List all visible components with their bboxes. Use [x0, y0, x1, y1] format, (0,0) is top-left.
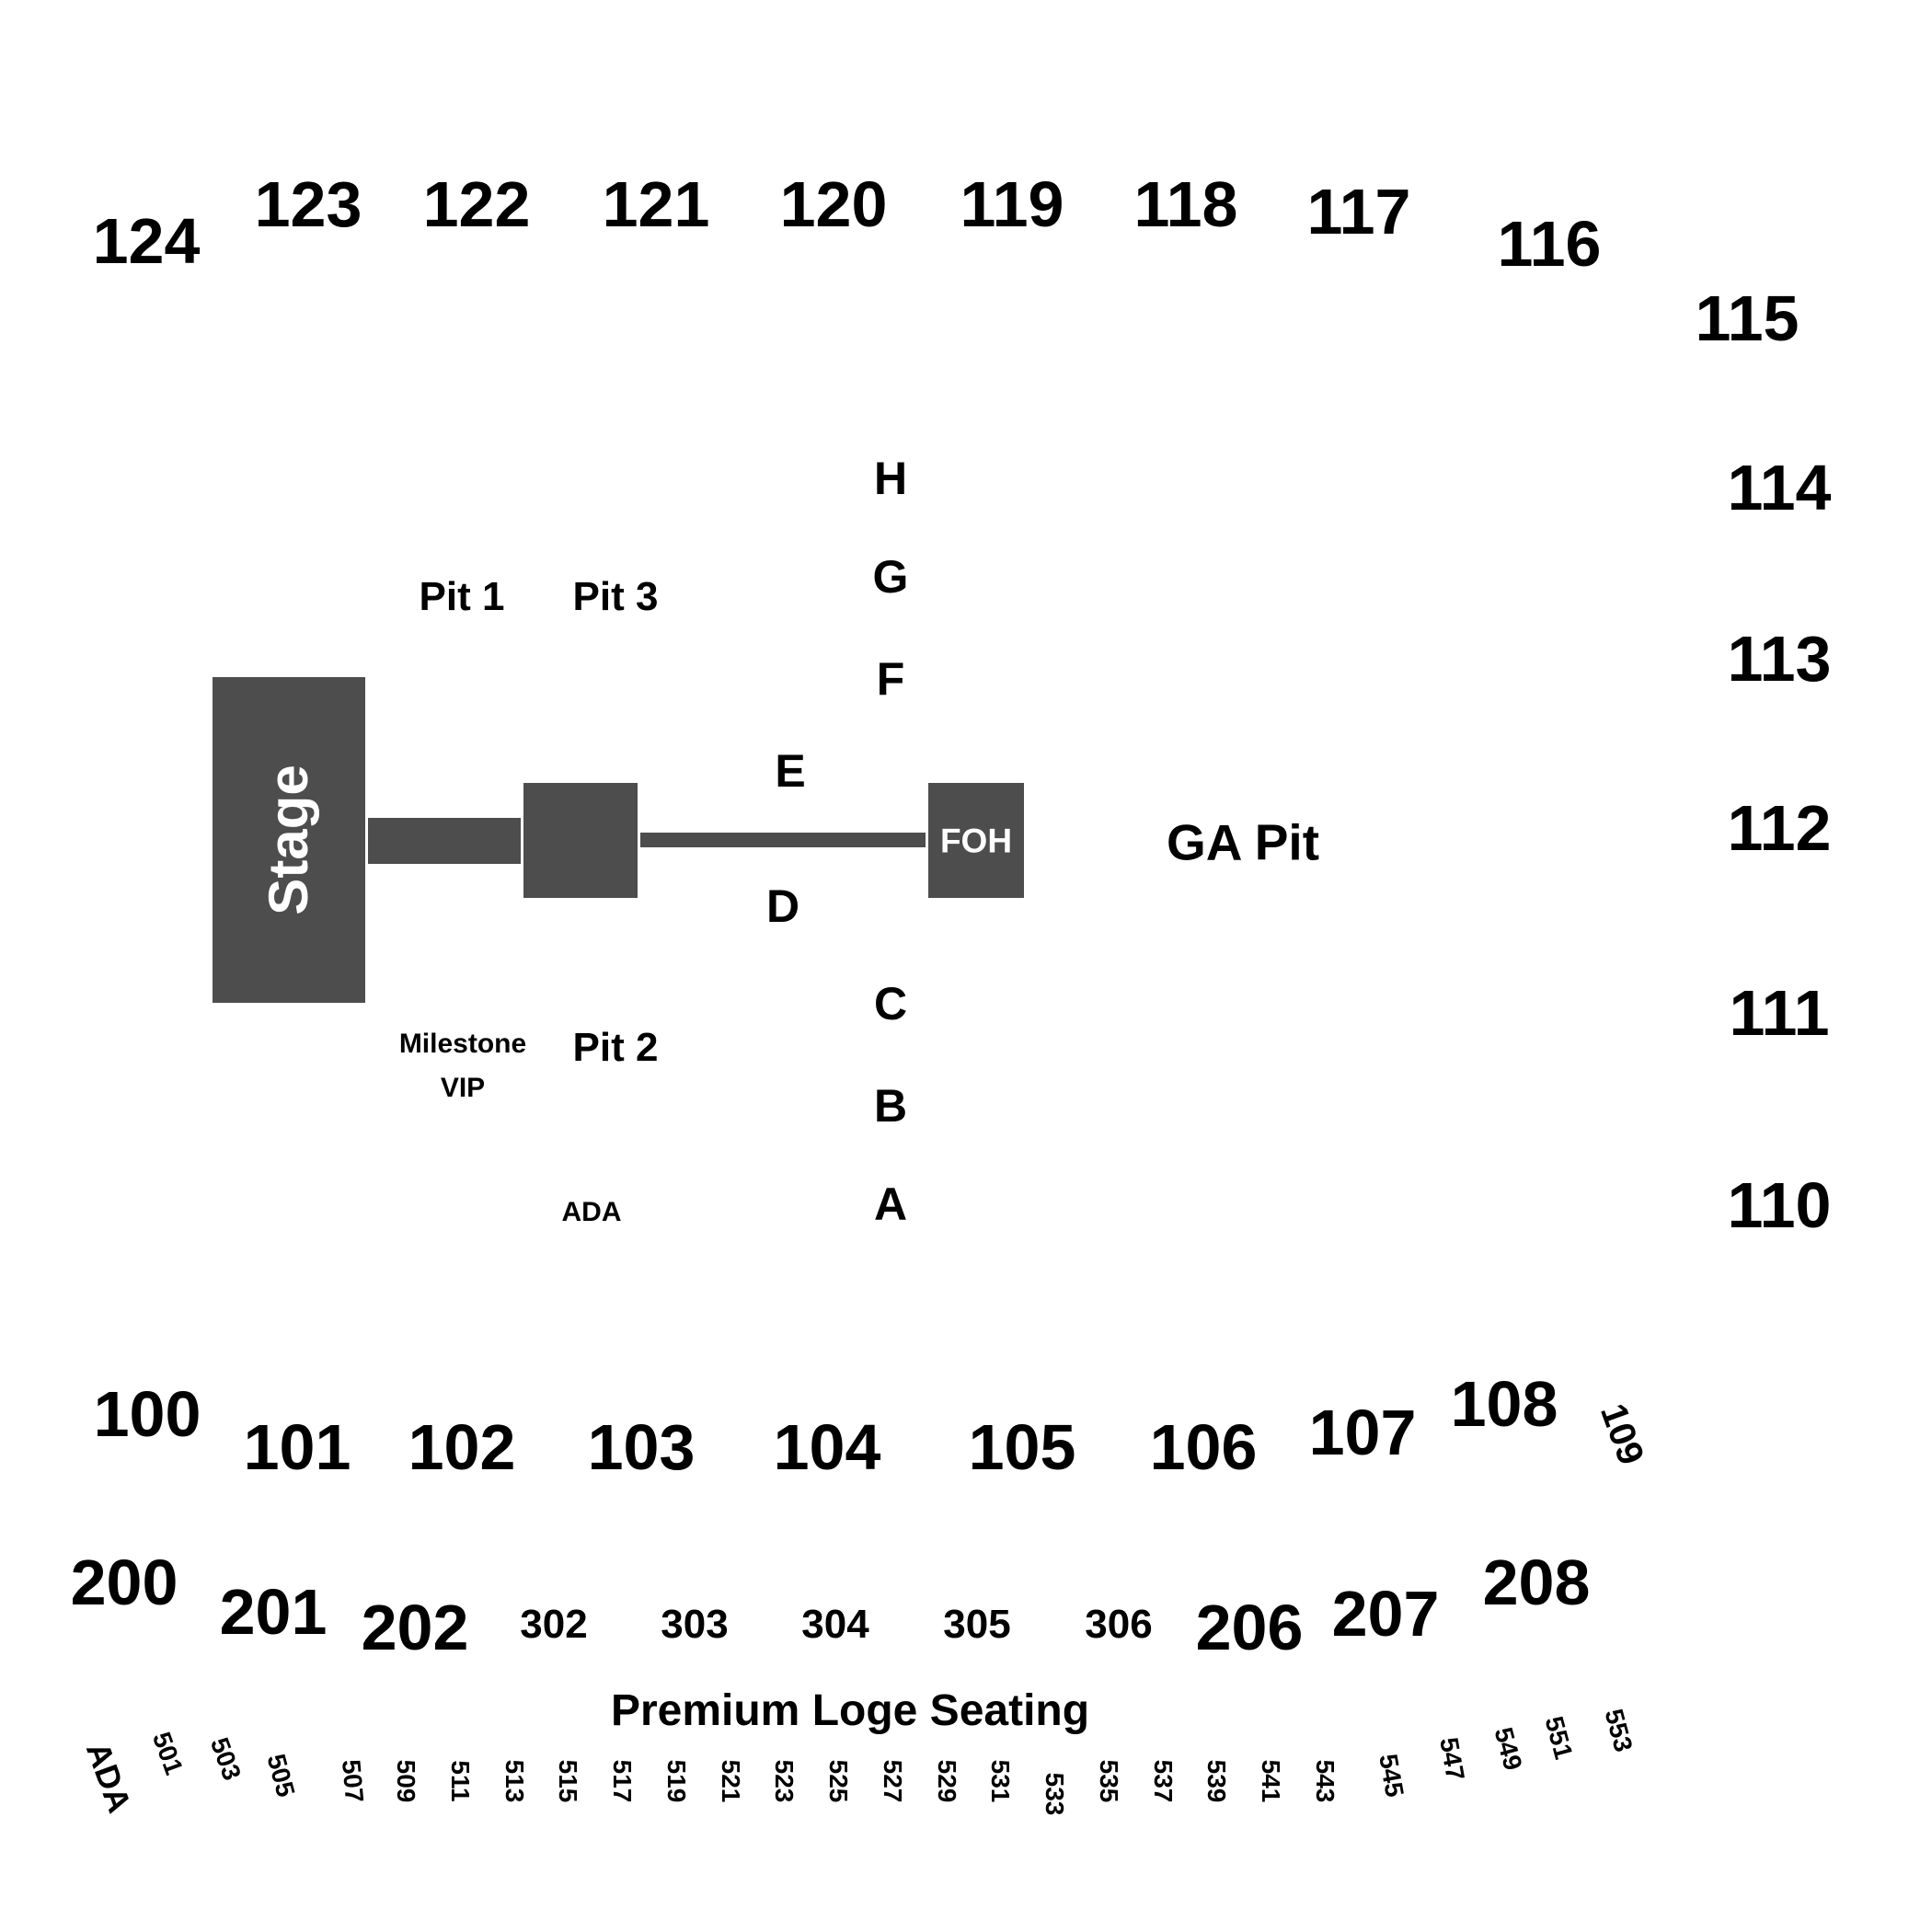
- section-118[interactable]: 118: [1133, 168, 1238, 240]
- loge-537[interactable]: 537: [1149, 1759, 1178, 1803]
- section-306[interactable]: 306: [1085, 1602, 1153, 1647]
- loge-523[interactable]: 523: [770, 1759, 799, 1803]
- section-107[interactable]: 107: [1308, 1397, 1417, 1468]
- section-303[interactable]: 303: [661, 1602, 729, 1647]
- section-115[interactable]: 115: [1695, 282, 1800, 354]
- section-119[interactable]: 119: [960, 168, 1064, 240]
- section-122[interactable]: 122: [422, 168, 531, 240]
- section-113[interactable]: 113: [1727, 623, 1832, 695]
- loge-519[interactable]: 519: [662, 1759, 691, 1803]
- premium-loge-label: Premium Loge Seating: [610, 1686, 1090, 1735]
- ga-pit-label[interactable]: GA Pit: [1166, 813, 1320, 871]
- row-b[interactable]: B: [873, 1080, 908, 1132]
- section-111[interactable]: 111: [1729, 977, 1830, 1049]
- row-a[interactable]: A: [873, 1179, 908, 1230]
- section-106[interactable]: 106: [1149, 1411, 1258, 1483]
- section-208[interactable]: 208: [1482, 1547, 1591, 1618]
- floor-ada-label[interactable]: ADA: [561, 1197, 622, 1227]
- section-100[interactable]: 100: [93, 1378, 201, 1450]
- loge-513[interactable]: 513: [500, 1759, 529, 1803]
- section-200[interactable]: 200: [70, 1547, 178, 1618]
- section-117[interactable]: 117: [1306, 176, 1411, 247]
- section-304[interactable]: 304: [801, 1602, 869, 1647]
- section-120[interactable]: 120: [779, 168, 888, 240]
- loge-545[interactable]: 545: [1374, 1752, 1409, 1800]
- loge-553[interactable]: 553: [1599, 1706, 1639, 1755]
- loge-533[interactable]: 533: [1041, 1772, 1069, 1816]
- stage[interactable]: Stage: [213, 677, 365, 1003]
- row-d[interactable]: D: [765, 880, 800, 932]
- section-201[interactable]: 201: [219, 1576, 328, 1648]
- pit-1-label[interactable]: Pit 1: [419, 574, 505, 619]
- loge-541[interactable]: 541: [1257, 1759, 1285, 1803]
- foh-label: FOH: [939, 822, 1013, 859]
- section-109[interactable]: 109: [1592, 1398, 1652, 1470]
- loge-501[interactable]: 501: [146, 1728, 190, 1779]
- milestone-vip-label-line2[interactable]: VIP: [440, 1073, 486, 1103]
- loge-507[interactable]: 507: [337, 1758, 369, 1804]
- pit-3-label[interactable]: Pit 3: [572, 574, 659, 619]
- loge-505[interactable]: 505: [261, 1751, 301, 1800]
- loge-ada[interactable]: ADA: [78, 1737, 140, 1818]
- foh-booth[interactable]: FOH: [928, 783, 1024, 898]
- section-108[interactable]: 108: [1450, 1368, 1558, 1440]
- section-116[interactable]: 116: [1497, 208, 1602, 280]
- section-207[interactable]: 207: [1331, 1578, 1440, 1650]
- section-202[interactable]: 202: [361, 1592, 469, 1663]
- row-e[interactable]: E: [775, 745, 806, 797]
- loge-529[interactable]: 529: [933, 1759, 961, 1803]
- stage-label: Stage: [258, 765, 319, 915]
- loge-517[interactable]: 517: [608, 1759, 637, 1803]
- loge-527[interactable]: 527: [879, 1759, 907, 1803]
- row-h[interactable]: H: [873, 453, 908, 504]
- section-302[interactable]: 302: [520, 1602, 588, 1647]
- section-102[interactable]: 102: [408, 1411, 516, 1483]
- loge-515[interactable]: 515: [554, 1759, 582, 1803]
- section-206[interactable]: 206: [1195, 1592, 1304, 1663]
- loge-543[interactable]: 543: [1311, 1759, 1340, 1803]
- runway-to-foh: [640, 833, 926, 847]
- section-123[interactable]: 123: [254, 168, 362, 240]
- row-g[interactable]: G: [872, 551, 909, 603]
- loge-509[interactable]: 509: [392, 1759, 420, 1803]
- section-124[interactable]: 124: [92, 205, 201, 277]
- section-110[interactable]: 110: [1727, 1169, 1832, 1241]
- loge-547[interactable]: 547: [1434, 1735, 1470, 1783]
- loge-539[interactable]: 539: [1202, 1759, 1231, 1803]
- runway-stage-to-platform: [368, 818, 521, 864]
- loge-549[interactable]: 549: [1489, 1724, 1528, 1774]
- loge-511[interactable]: 511: [446, 1760, 475, 1802]
- loge-521[interactable]: 521: [717, 1759, 745, 1803]
- row-c[interactable]: C: [873, 978, 908, 1029]
- section-104[interactable]: 104: [773, 1411, 881, 1483]
- loge-535[interactable]: 535: [1095, 1759, 1123, 1803]
- pit-2-label[interactable]: Pit 2: [572, 1025, 659, 1070]
- loge-503[interactable]: 503: [204, 1733, 247, 1785]
- loge-525[interactable]: 525: [824, 1759, 853, 1803]
- section-112[interactable]: 112: [1727, 792, 1832, 864]
- row-f[interactable]: F: [876, 653, 905, 705]
- section-305[interactable]: 305: [943, 1602, 1011, 1647]
- section-121[interactable]: 121: [602, 168, 710, 240]
- center-platform: [523, 783, 638, 898]
- section-101[interactable]: 101: [243, 1411, 351, 1483]
- section-105[interactable]: 105: [968, 1411, 1076, 1483]
- milestone-vip-label-line1[interactable]: Milestone: [398, 1029, 527, 1059]
- section-114[interactable]: 114: [1727, 452, 1832, 523]
- section-103[interactable]: 103: [587, 1411, 696, 1483]
- loge-531[interactable]: 531: [986, 1759, 1015, 1803]
- loge-551[interactable]: 551: [1539, 1713, 1579, 1763]
